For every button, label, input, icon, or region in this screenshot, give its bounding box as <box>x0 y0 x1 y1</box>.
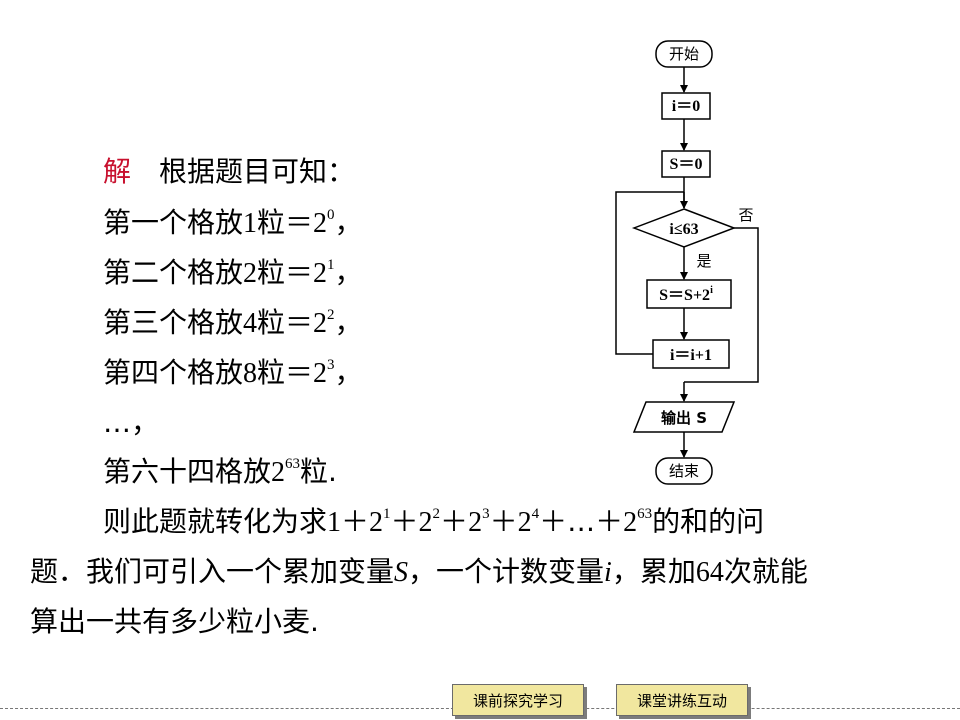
line-text: 粒＝ <box>257 206 314 239</box>
variable-i: i <box>604 557 612 588</box>
line-text: 的和的问 <box>652 505 765 538</box>
plus-sign: ＋ <box>390 505 419 538</box>
line-text: ，累加 <box>611 555 696 588</box>
line-text: 第六十四格放 <box>103 455 272 488</box>
solution-line-4: 第四个格放8粒＝23， <box>103 356 363 391</box>
flowchart-end-node <box>655 457 713 485</box>
power-base: 2 <box>313 258 328 289</box>
power-base: 2 <box>313 358 328 389</box>
power-base: 2 <box>313 208 328 239</box>
power-exponent: 3 <box>327 356 335 373</box>
power-exponent: 63 <box>637 505 653 522</box>
conclusion-line-2: 题．我们可引入一个累加变量S，一个计数变量i，累加64次就能 <box>30 555 808 590</box>
solution-ellipsis: …， <box>103 406 160 439</box>
power-exponent: 1 <box>327 256 335 273</box>
flowchart-update-i-node <box>652 339 730 369</box>
power-base: 2 <box>369 507 384 538</box>
count-number: 64 <box>695 557 724 588</box>
flowchart-update-s-label: S＝S+2i <box>659 285 713 304</box>
line-text: 第四个格放 <box>103 356 244 389</box>
line-number: 2 <box>243 258 258 289</box>
line-text: 粒＝ <box>257 356 314 389</box>
solution-label: 解 <box>103 155 132 188</box>
flowchart-output-node <box>632 401 736 433</box>
power-exponent: 2 <box>432 505 441 522</box>
power-exponent: 4 <box>531 505 540 522</box>
flowchart-yes-label: 是 <box>696 252 711 270</box>
line-text: ， <box>334 356 363 389</box>
line-text: ， <box>334 306 363 339</box>
plus-sign: ＋ <box>539 505 568 538</box>
variable-s: S <box>394 557 409 588</box>
flowchart-init-i-node <box>661 92 711 120</box>
line-text: ， <box>334 206 363 239</box>
flowchart-update-s-node <box>646 279 732 309</box>
line-number: 1 <box>243 208 258 239</box>
solution-line-3: 第三个格放4粒＝22， <box>103 306 363 341</box>
solution-line-2: 第二个格放2粒＝21， <box>103 256 363 291</box>
solution-last-line: 第六十四格放263粒. <box>103 455 337 490</box>
power-base: 2 <box>517 507 532 538</box>
flowchart-init-i-label: i＝0 <box>672 98 700 115</box>
flowchart-init-s-node <box>661 150 711 178</box>
flowchart-end-label: 结束 <box>669 462 699 480</box>
solution-line-1: 第一个格放1粒＝20， <box>103 206 363 241</box>
conclusion-line-1: 则此题就转化为求1＋21＋22＋23＋24＋…＋263的和的问 <box>103 505 764 540</box>
line-text: 则此题就转化为求 <box>103 505 328 538</box>
line-text: 题．我们可引入一个累加变量 <box>30 555 395 588</box>
power-exponent: 1 <box>383 505 391 522</box>
flowchart-init-s-label: S＝0 <box>670 156 703 173</box>
plus-sign: ＋ <box>440 505 469 538</box>
power-base: 2 <box>271 457 286 488</box>
nav-button-pre-class[interactable]: 课前探究学习 <box>452 684 584 716</box>
flowchart-condition-label: i≤63 <box>669 221 698 238</box>
power-base: 2 <box>418 507 433 538</box>
power-exponent: 63 <box>285 455 301 472</box>
plus-sign: ＋ <box>489 505 518 538</box>
line-text: 粒＝ <box>257 306 314 339</box>
flowchart: 开始 i＝0 S＝0 i≤63 否 是 S＝S+2i i＝i+1 输出 S 结束 <box>615 40 759 485</box>
flowchart-output-label: 输出 S <box>661 409 707 427</box>
power-base: 2 <box>313 308 328 339</box>
power-exponent: 3 <box>482 505 490 522</box>
line-text: 第二个格放 <box>103 256 244 289</box>
flowchart-update-i-label: i＝i+1 <box>670 347 712 364</box>
flowchart-start-label: 开始 <box>669 45 699 63</box>
flowchart-update-s-base: S＝S+2 <box>659 287 710 304</box>
power-exponent: 0 <box>327 206 335 223</box>
sum-term: 1 <box>327 507 342 538</box>
flowchart-update-s-exp: i <box>710 285 713 296</box>
line-number: 8 <box>243 358 258 389</box>
line-text: 第一个格放 <box>103 206 244 239</box>
nav-button-in-class[interactable]: 课堂讲练互动 <box>616 684 748 716</box>
line-text: ，一个计数变量 <box>408 555 605 588</box>
conclusion-line-3: 算出一共有多少粒小麦. <box>30 605 319 638</box>
power-base: 2 <box>623 507 638 538</box>
line-text: 粒. <box>300 455 337 488</box>
line-text: 粒＝ <box>257 256 314 289</box>
line-text: ， <box>334 256 363 289</box>
flowchart-no-label: 否 <box>738 206 753 224</box>
line-text: 次就能 <box>723 555 808 588</box>
solution-intro-line: 解根据题目可知： <box>103 155 355 189</box>
plus-sign: ＋ <box>595 505 624 538</box>
power-exponent: 2 <box>327 306 335 323</box>
ellipsis: … <box>567 505 596 538</box>
line-text: 第三个格放 <box>103 306 244 339</box>
power-base: 2 <box>468 507 483 538</box>
plus-sign: ＋ <box>341 505 370 538</box>
solution-intro: 根据题目可知： <box>159 155 356 188</box>
line-number: 4 <box>243 308 258 339</box>
